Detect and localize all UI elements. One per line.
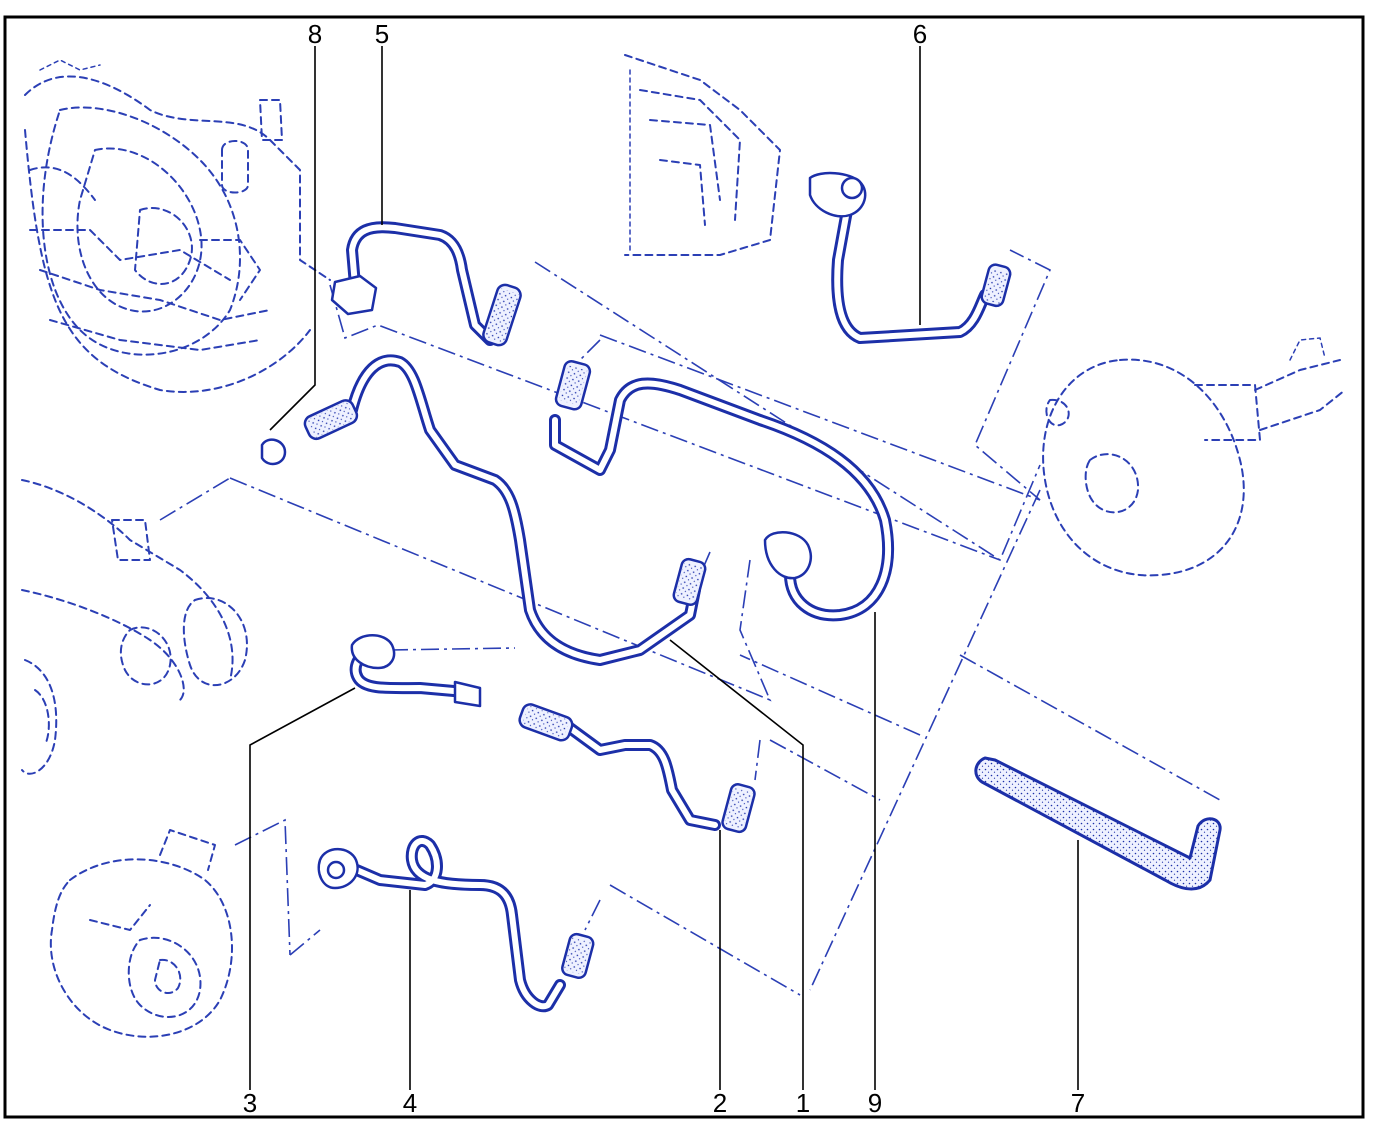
pipe-5-elbow-connector	[330, 274, 378, 316]
ghost-engine-block	[24, 59, 331, 393]
callout-9: 9	[868, 1088, 882, 1118]
pipe-8-clip	[260, 438, 287, 466]
callout-2: 2	[713, 1088, 727, 1118]
pipe-3-end	[453, 680, 482, 708]
pipe-5[interactable]	[330, 221, 523, 347]
leader-lines	[249, 46, 1079, 1090]
pipe-9[interactable]	[549, 360, 894, 622]
ghost-component-top	[624, 54, 781, 256]
ghost-gearbox	[21, 479, 248, 775]
pipe-6[interactable]	[808, 171, 1012, 344]
callout-1: 1	[796, 1088, 810, 1118]
callout-6: 6	[913, 19, 927, 49]
callout-3: 3	[243, 1088, 257, 1118]
pipe-1[interactable]	[260, 354, 707, 666]
callout-4: 4	[403, 1088, 417, 1118]
phantom-lines	[159, 249, 1221, 996]
hose-7[interactable]	[974, 756, 1222, 891]
pipe-4[interactable]	[317, 835, 595, 1013]
pipe-2[interactable]	[517, 702, 756, 834]
ghost-brake-servo	[1042, 337, 1346, 577]
diagram-frame	[3, 15, 1365, 1119]
callouts: 8 5 6 3 4 2 1 9 7	[243, 19, 1085, 1118]
callout-8: 8	[308, 19, 322, 49]
pipe-9-connector	[763, 531, 812, 580]
pipe-3[interactable]	[349, 634, 482, 708]
callout-7: 7	[1071, 1088, 1085, 1118]
ghost-vacuum-pump	[49, 829, 233, 1038]
callout-5: 5	[375, 19, 389, 49]
pipe-3-elbow	[350, 634, 396, 670]
